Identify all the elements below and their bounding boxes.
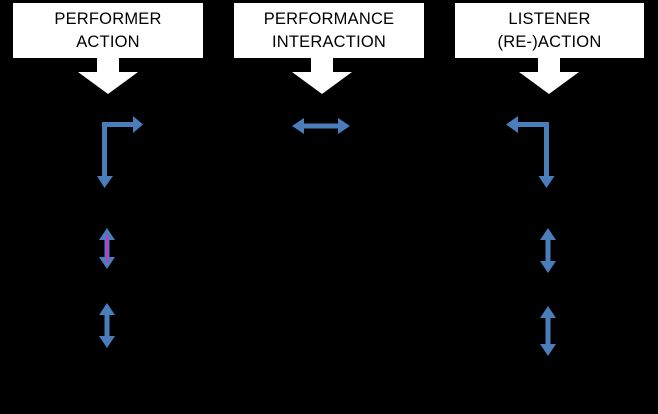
listener-lower-double-down-arrowhead bbox=[540, 344, 556, 356]
performance-double-left-arrowhead bbox=[292, 118, 304, 134]
label-box-listener-line2: (RE-)ACTION bbox=[497, 32, 602, 51]
listener-lower-double-shaft bbox=[545, 312, 551, 350]
block-arrow-performance-head bbox=[292, 72, 352, 94]
block-arrow-performer-shaft bbox=[97, 57, 119, 73]
label-box-performer-line1: PERFORMER bbox=[54, 10, 162, 29]
performer-lower-double-shaft bbox=[104, 309, 110, 342]
label-box-listener: LISTENER (RE-)ACTION bbox=[455, 3, 644, 58]
performance-double-right-arrowhead bbox=[338, 118, 350, 134]
listener-elbow-left-arrowhead bbox=[506, 116, 518, 133]
performer-elbow-right-arrowhead bbox=[133, 116, 143, 133]
label-box-performance: PERFORMANCE INTERACTION bbox=[234, 3, 424, 58]
listener-elbow-vertical-shaft bbox=[544, 122, 549, 180]
block-arrow-performer-head bbox=[78, 72, 138, 94]
block-arrow-performer bbox=[78, 57, 138, 95]
block-arrow-listener-shaft bbox=[538, 57, 560, 73]
block-arrow-performance bbox=[292, 57, 352, 95]
performer-lower-double-up-arrowhead bbox=[99, 303, 115, 315]
connector-performer-double-vertical-upper bbox=[97, 226, 119, 272]
connector-listener-double-vertical-lower bbox=[538, 303, 560, 361]
performance-double-shaft bbox=[299, 123, 343, 129]
connector-listener-double-vertical-upper bbox=[538, 226, 560, 276]
listener-elbow-down-arrowhead bbox=[538, 176, 555, 188]
performer-elbow-horizontal-shaft bbox=[102, 122, 135, 127]
listener-upper-double-down-arrowhead bbox=[540, 261, 556, 273]
connector-listener-elbow bbox=[500, 110, 570, 200]
performer-lower-double-down-arrowhead bbox=[99, 336, 115, 348]
listener-lower-double-up-arrowhead bbox=[540, 306, 556, 318]
label-box-listener-line1: LISTENER bbox=[508, 10, 591, 29]
label-box-performance-line2: INTERACTION bbox=[271, 32, 387, 51]
label-box-performer: PERFORMER ACTION bbox=[13, 3, 203, 58]
performer-upper-double-up-arrowhead bbox=[99, 228, 115, 240]
block-arrow-listener bbox=[519, 57, 579, 95]
performer-elbow-down-arrowhead bbox=[97, 176, 113, 188]
connector-performer-elbow bbox=[90, 110, 160, 200]
label-box-performance-line1: PERFORMANCE bbox=[263, 10, 395, 29]
label-box-performer-line2: ACTION bbox=[76, 32, 140, 51]
block-arrow-performance-shaft bbox=[311, 57, 333, 73]
performer-upper-double-magenta-overlay bbox=[106, 235, 109, 263]
listener-upper-double-shaft bbox=[545, 234, 551, 267]
connector-performance-double-horizontal bbox=[288, 115, 358, 139]
listener-elbow-horizontal-shaft bbox=[516, 122, 549, 127]
connector-performer-double-vertical-lower bbox=[97, 300, 119, 352]
block-arrow-listener-head bbox=[519, 72, 579, 94]
performer-elbow-vertical-shaft bbox=[102, 122, 107, 180]
listener-upper-double-up-arrowhead bbox=[540, 228, 556, 240]
